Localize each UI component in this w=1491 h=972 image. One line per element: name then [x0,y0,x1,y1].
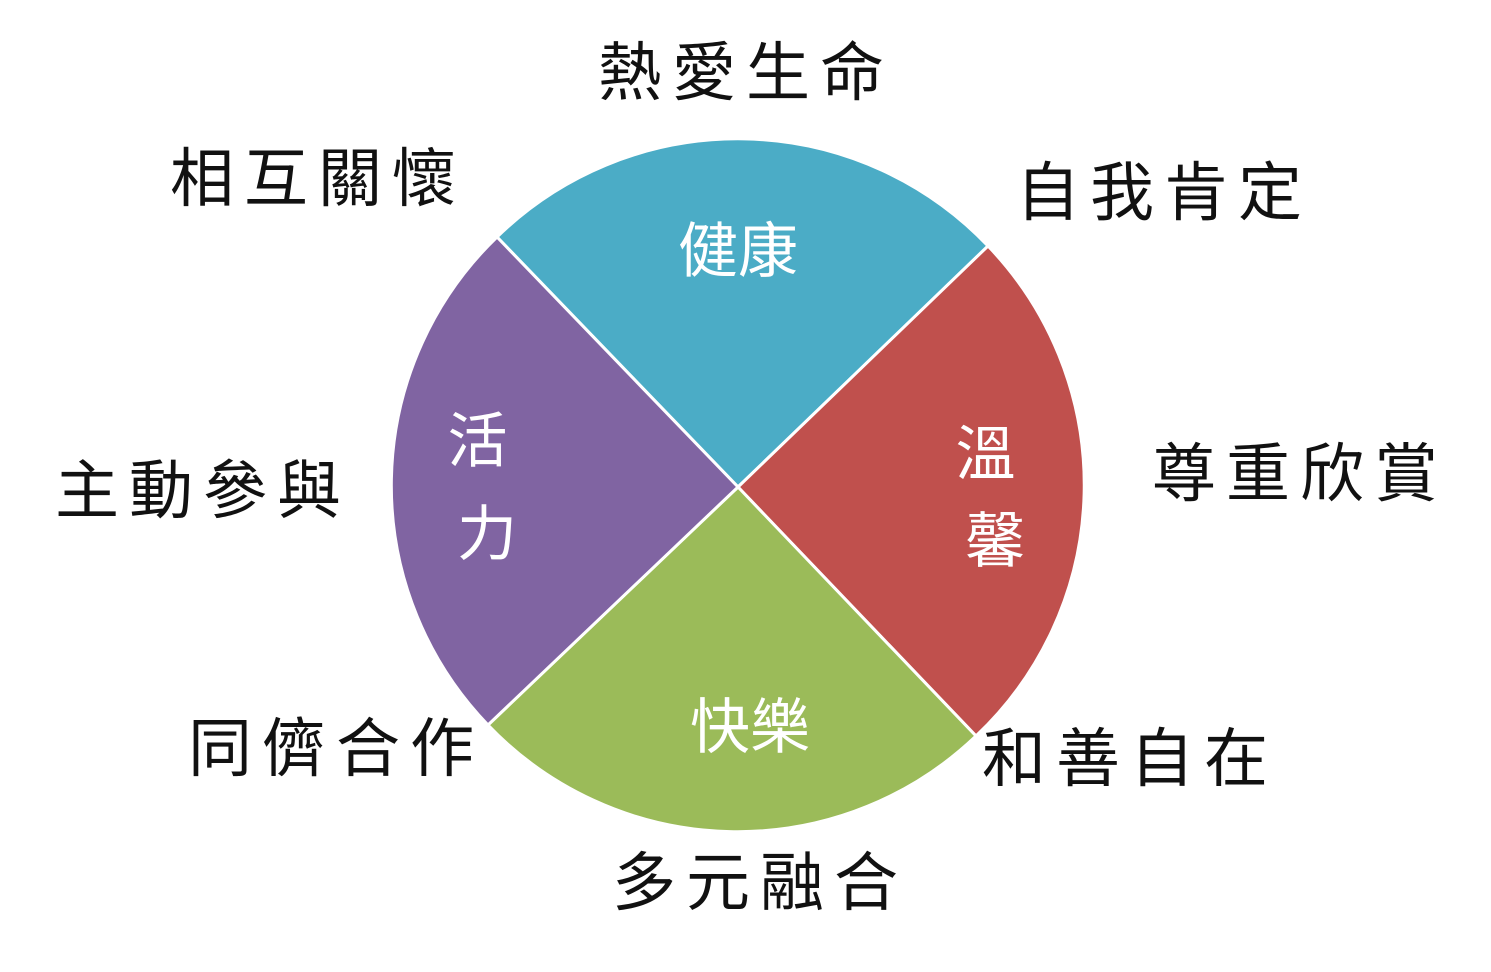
segment-label-vitality: 活 力 [447,407,526,570]
segment-label-warmth: 溫 馨 [955,420,1034,577]
label-diverse-integration: 多元融合 [612,847,908,921]
segment-health [494,137,991,490]
label-mutual-care: 相互關懷 [170,143,466,217]
segment-label-health: 健康 [678,217,798,287]
segment-happiness [485,484,979,834]
segment-label-happiness: 快樂 [690,693,810,763]
segment-warmth [735,243,1086,739]
label-self-affirmation: 自我肯定 [1016,157,1312,231]
label-respect-appreciation: 尊重欣賞 [1152,438,1448,512]
label-active-participation: 主動參與 [55,455,351,529]
label-love-life: 熱愛生命 [598,37,894,111]
label-kind-at-ease: 和善自在 [982,723,1278,797]
segment-vitality [389,234,741,728]
label-peer-cooperation: 同儕合作 [188,713,484,787]
